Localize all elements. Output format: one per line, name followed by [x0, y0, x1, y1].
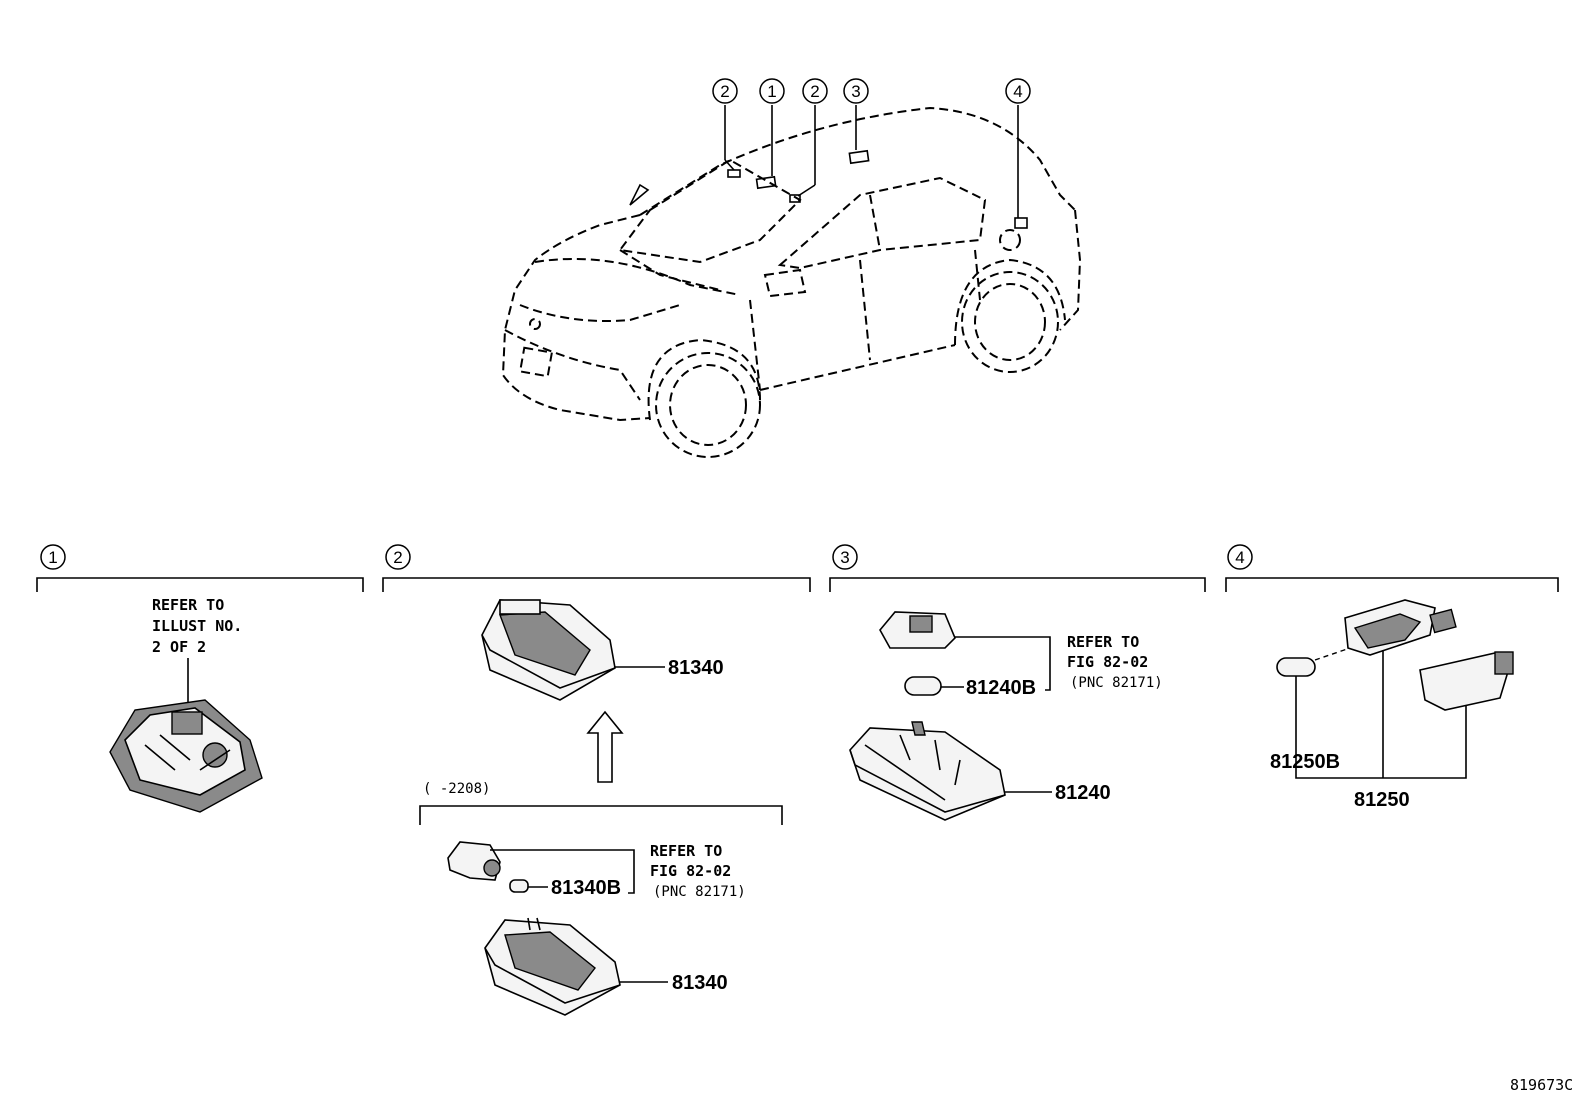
section-1-note-line-3: 2 OF 2 — [152, 638, 206, 656]
bulb-81250b-image — [1276, 657, 1316, 677]
date-range-label: ( -2208) — [423, 781, 490, 797]
section-3: 3 81240B REFER TO FIG 82-02 (PNC 82171) … — [829, 544, 1206, 821]
part-81340-bottom-image — [484, 917, 621, 1016]
section-2-ref-line-3: (PNC 82171) — [653, 884, 746, 900]
callout-label: 2 — [720, 82, 729, 101]
section-3-ref-line-1: REFER TO — [1067, 633, 1139, 651]
lamp-cover-81250-image — [1419, 651, 1514, 711]
socket-connector-image — [879, 611, 956, 649]
section-4: 4 81250B 81250 — [1225, 544, 1559, 811]
up-arrow-icon — [586, 710, 624, 783]
callout-label: 3 — [851, 82, 860, 101]
vehicle-illustration — [501, 105, 1082, 458]
callout-1-2b: 2 — [802, 78, 828, 104]
section-3-ref-line-3: (PNC 82171) — [1070, 675, 1163, 691]
section-1-note-line-1: REFER TO — [152, 596, 224, 614]
callout-label: 2 — [810, 82, 819, 101]
part-number-81250: 81250 — [1354, 789, 1410, 811]
callout-label: 1 — [767, 82, 776, 101]
section-marker: 3 — [840, 548, 849, 567]
lamp-housing-81240-image — [849, 721, 1006, 821]
section-marker: 1 — [48, 548, 57, 567]
section-1: 1 REFER TO ILLUST NO. 2 OF 2 — [36, 544, 364, 813]
part-81340-top-image — [481, 599, 616, 701]
figure-id: 819673C — [1510, 1076, 1573, 1094]
part-number-81240b: 81240B — [966, 677, 1036, 699]
callout-1-2a: 2 — [712, 78, 738, 104]
section-1-note-line-2: ILLUST NO. — [152, 617, 242, 635]
section-2-ref-line-1: REFER TO — [650, 842, 722, 860]
section-2-ref-line-2: FIG 82-02 — [650, 862, 731, 880]
part-number-81240: 81240 — [1055, 782, 1111, 804]
section-3-ref-line-2: FIG 82-02 — [1067, 653, 1148, 671]
part-number-81340-top: 81340 — [668, 657, 724, 679]
section-marker: 4 — [1235, 548, 1244, 567]
bulb-81240b-image — [904, 676, 942, 696]
part-number-81340b: 81340B — [551, 877, 621, 899]
part-number-81340-bottom: 81340 — [672, 972, 728, 994]
dome-lamp-assembly-image — [109, 699, 263, 813]
callout-1-4: 4 — [1005, 78, 1031, 104]
part-number-81250b: 81250B — [1270, 751, 1340, 773]
callout-1-3: 3 — [843, 78, 869, 104]
callout-label: 4 — [1013, 82, 1022, 101]
socket-and-bulb-image — [447, 841, 529, 893]
callout-1-1: 1 — [759, 78, 785, 104]
section-2: 2 81340 ( -2208) 81340B REFER TO FIG 82-… — [382, 544, 811, 1016]
lamp-81250-image — [1344, 599, 1457, 656]
section-marker: 2 — [393, 548, 402, 567]
